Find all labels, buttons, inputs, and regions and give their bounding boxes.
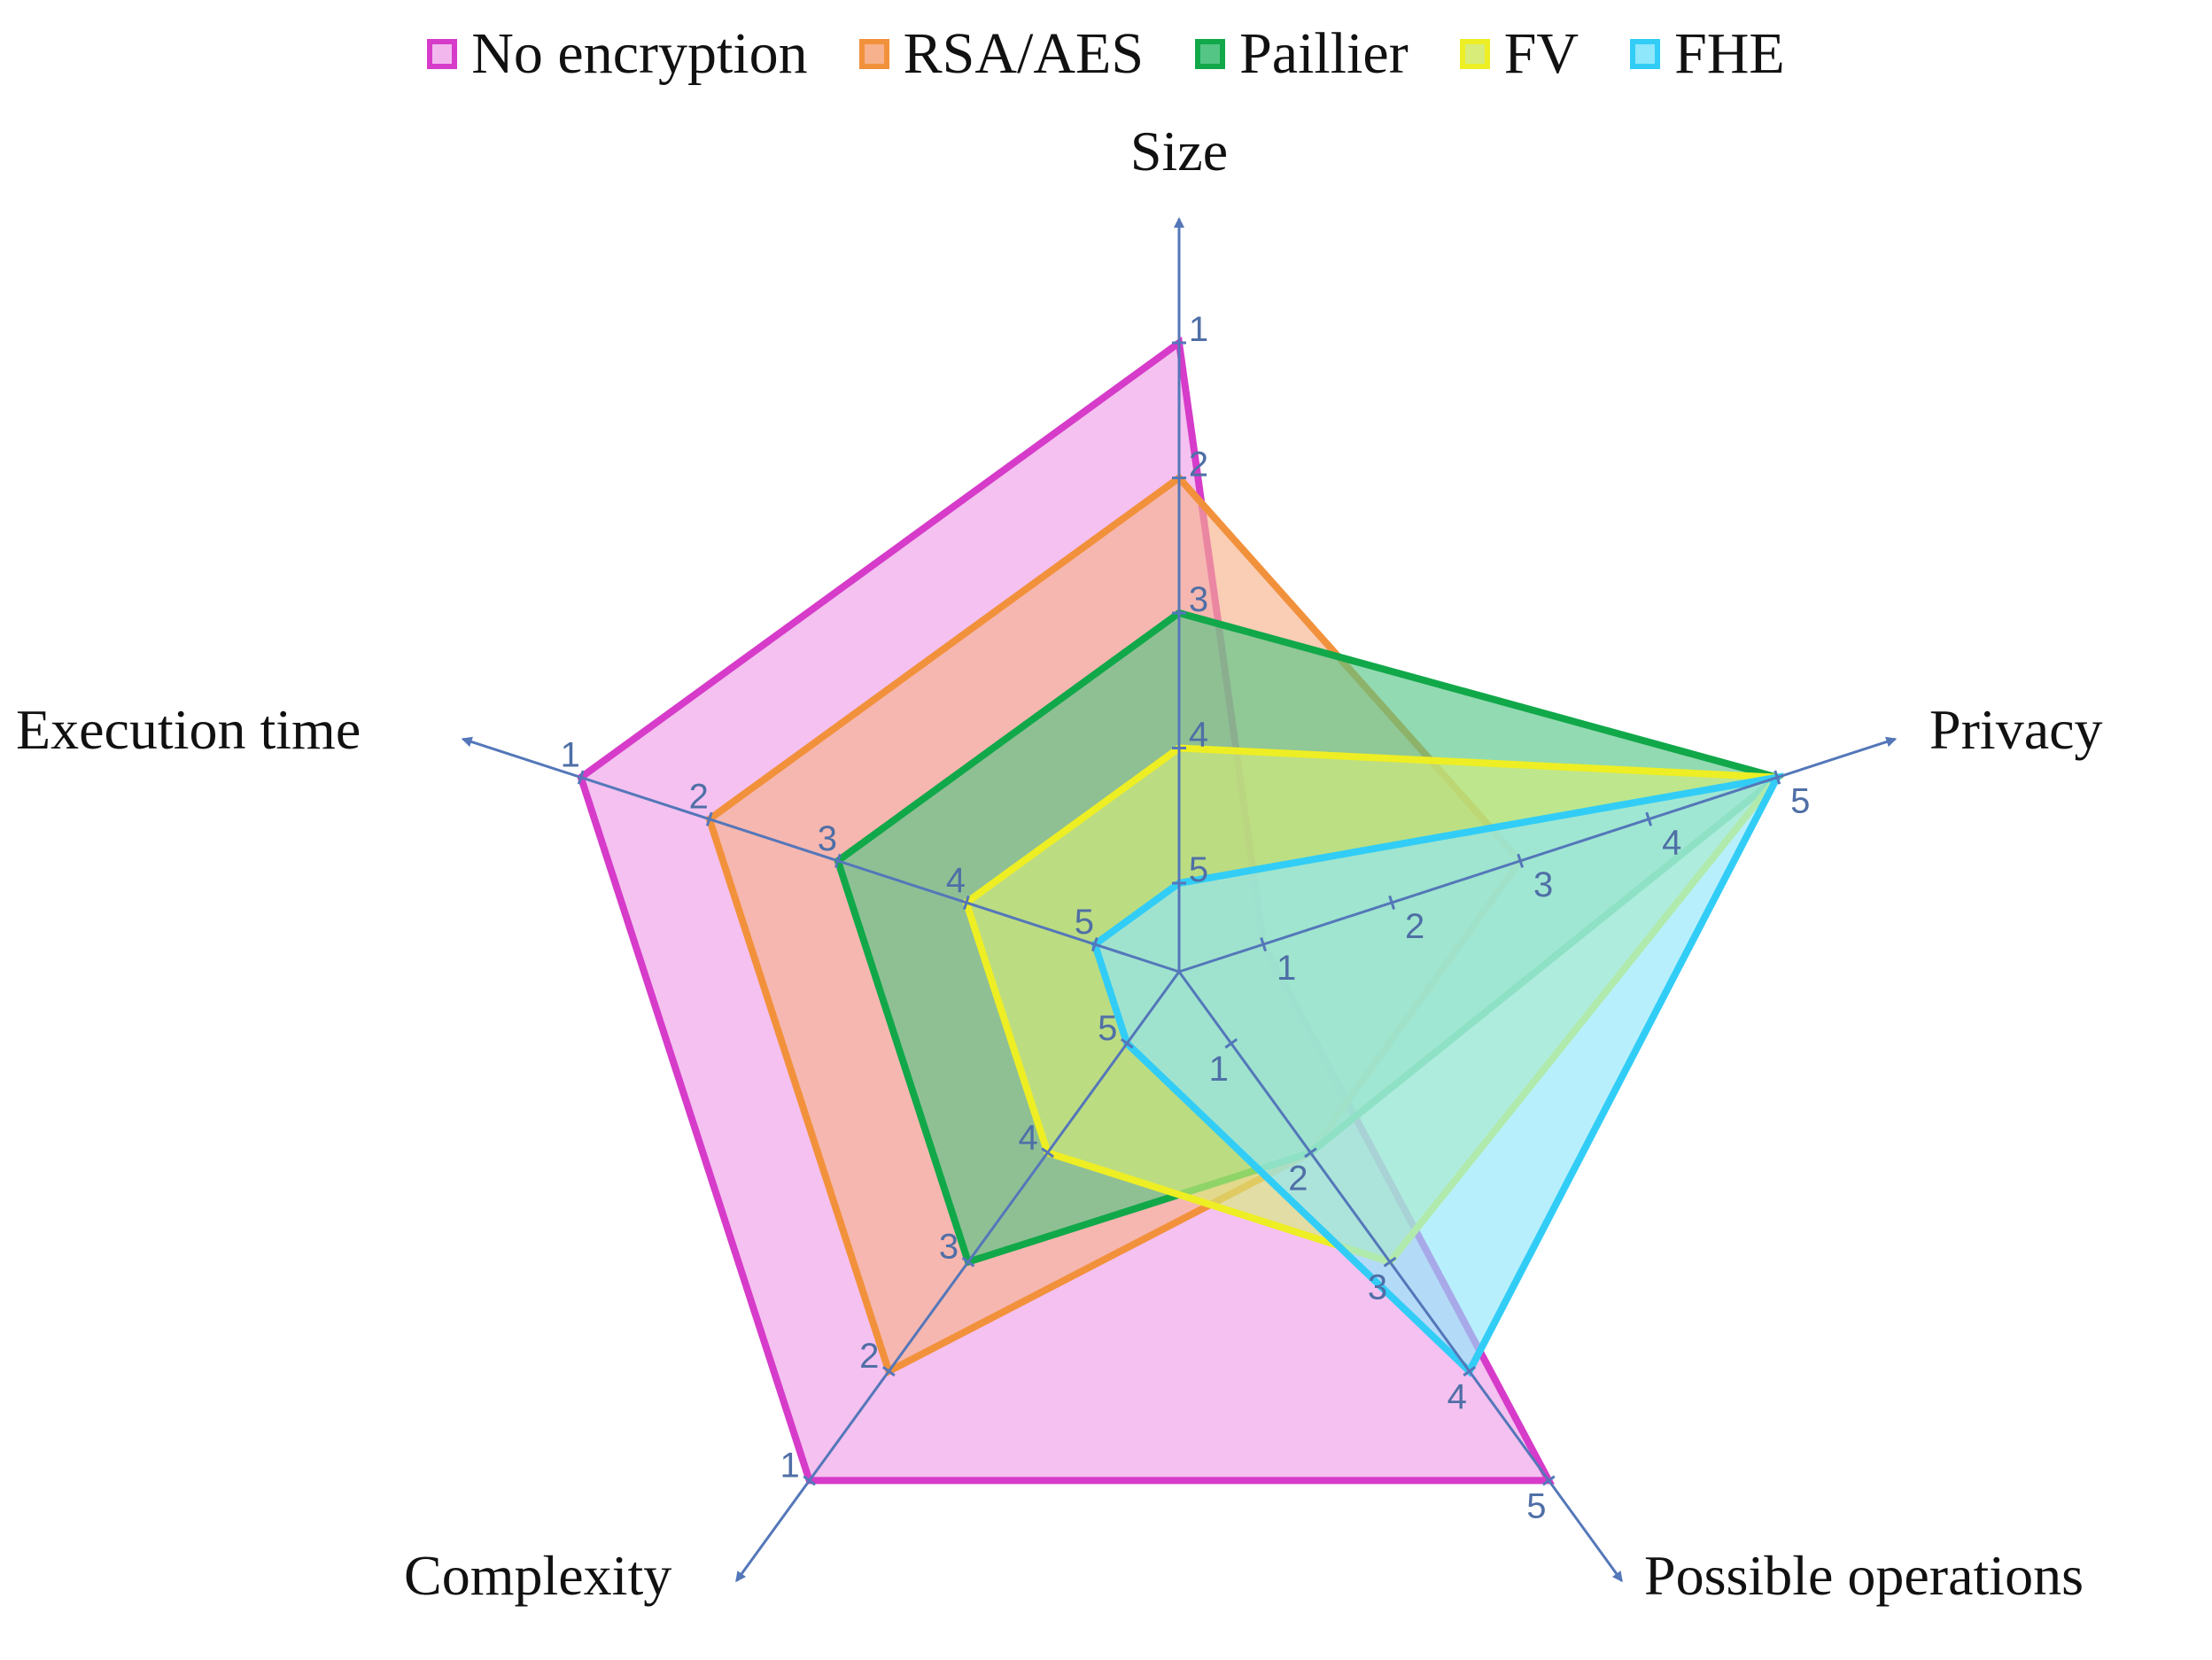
tick-label-possible-operations-3: 3: [1368, 1268, 1387, 1307]
tick-label-possible-operations-5: 5: [1526, 1486, 1546, 1525]
tick-mark-privacy-4: [1645, 811, 1653, 826]
tick-label-execution-time-2: 2: [689, 778, 709, 817]
axis-complexity: [735, 971, 1181, 1583]
series-layer: [577, 336, 1785, 1485]
axis-execution-time: [461, 736, 1180, 974]
tick-mark-execution-time-1: [577, 770, 585, 785]
axis-title-execution-time: Execution time: [16, 698, 361, 761]
tick-mark-privacy-1: [1260, 937, 1268, 952]
legend-label-no-encryption: No encryption: [471, 21, 808, 86]
legend-item-paillier: Paillier: [1195, 25, 1409, 83]
legend-item-fhe: FHE: [1630, 25, 1785, 83]
tick-label-size-5: 5: [1189, 850, 1208, 889]
tick-mark-execution-time-4: [962, 895, 970, 911]
tick-mark-privacy-2: [1388, 895, 1396, 911]
axis-possible-operations: [1177, 971, 1623, 1583]
tick-label-execution-time-4: 4: [946, 861, 966, 900]
tick-label-possible-operations-2: 2: [1288, 1159, 1308, 1198]
legend-label-rsa-aes: RSA/AES: [903, 21, 1145, 86]
axis-layer: [461, 217, 1898, 1583]
tick-label-size-2: 2: [1189, 446, 1208, 485]
legend-label-fhe: FHE: [1674, 21, 1785, 86]
tick-mark-execution-time-5: [1090, 937, 1098, 952]
tick-mark-complexity-2: [881, 1366, 896, 1377]
tick-mark-privacy-3: [1517, 853, 1525, 868]
tick-label-execution-time-1: 1: [561, 736, 580, 775]
legend-swatch-paillier: [1195, 39, 1226, 69]
tick-label-complexity-5: 5: [1098, 1009, 1117, 1048]
legend-label-paillier: Paillier: [1239, 21, 1409, 86]
tick-label-possible-operations-1: 1: [1209, 1050, 1229, 1089]
legend-label-fv: FV: [1503, 21, 1579, 86]
tick-mark-execution-time-3: [834, 853, 842, 868]
tick-label-privacy-2: 2: [1405, 907, 1424, 946]
legend-swatch-no-encryption: [427, 39, 458, 69]
tick-label-size-4: 4: [1189, 716, 1208, 755]
tick-mark-complexity-4: [1041, 1147, 1054, 1159]
tick-mark-execution-time-2: [705, 811, 713, 826]
tick-label-possible-operations-4: 4: [1448, 1377, 1467, 1416]
tick-label-execution-time-3: 3: [818, 819, 837, 858]
tick-mark-complexity-1: [803, 1475, 817, 1486]
tick-label-execution-time-5: 5: [1075, 903, 1094, 942]
tick-label-complexity-2: 2: [859, 1337, 879, 1376]
tick-mark-possible-operations-2: [1304, 1147, 1317, 1159]
tick-mark-possible-operations-4: [1463, 1366, 1477, 1377]
tick-mark-possible-operations-1: [1224, 1037, 1238, 1049]
tick-label-privacy-4: 4: [1662, 824, 1681, 863]
tick-label-size-1: 1: [1189, 310, 1208, 349]
axis-title-complexity: Complexity: [404, 1544, 671, 1607]
tick-label-size-3: 3: [1189, 580, 1208, 619]
tick-mark-possible-operations-5: [1541, 1475, 1556, 1486]
legend-swatch-fv: [1459, 39, 1490, 69]
axis-privacy: [1178, 736, 1898, 974]
legend-item-no-encryption: No encryption: [427, 21, 808, 86]
series-fhe-area: [1090, 772, 1784, 1377]
axis-title-size: Size: [1130, 120, 1228, 182]
axis-title-privacy: Privacy: [1929, 698, 2103, 761]
tick-mark-possible-operations-3: [1383, 1256, 1397, 1268]
tick-layer: 1 2 3 4 5 1 2 3 4 5 1 2 3 4 5 1 2 3 4 5 1 2 3 4 5: [561, 310, 1811, 1525]
legend: No encryption RSA/AES Paillier FV FHE: [0, 25, 2212, 83]
legend-item-rsa-aes: RSA/AES: [858, 21, 1145, 86]
tick-label-complexity-1: 1: [780, 1446, 800, 1485]
tick-label-complexity-3: 3: [939, 1228, 959, 1267]
tick-label-privacy-3: 3: [1533, 865, 1553, 904]
tick-label-complexity-4: 4: [1018, 1118, 1037, 1157]
tick-mark-privacy-5: [1773, 770, 1781, 785]
tick-label-privacy-1: 1: [1277, 949, 1296, 988]
tick-label-privacy-5: 5: [1790, 782, 1810, 821]
legend-item-fv: FV: [1459, 21, 1579, 86]
tick-mark-complexity-3: [961, 1256, 975, 1268]
legend-swatch-rsa-aes: [858, 39, 889, 69]
legend-swatch-fhe: [1630, 39, 1661, 69]
tick-mark-complexity-5: [1120, 1037, 1134, 1049]
axis-title-possible-operations: Possible operations: [1644, 1544, 2084, 1607]
